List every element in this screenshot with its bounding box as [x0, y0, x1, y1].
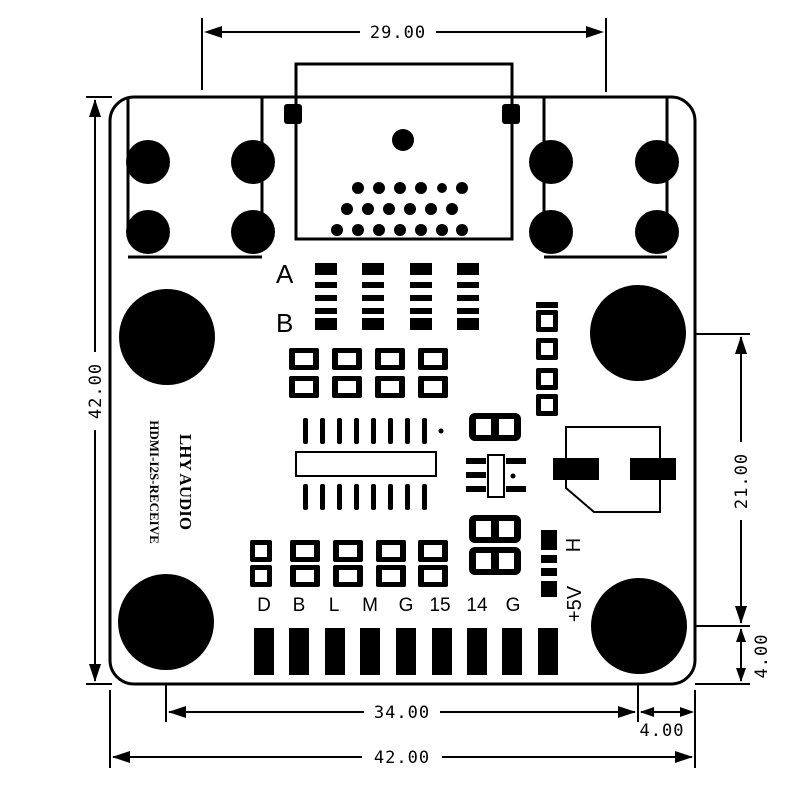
header-pin [396, 628, 416, 675]
jumper-column [410, 263, 432, 330]
header-pin [538, 628, 558, 675]
jumper-column [315, 263, 337, 330]
connector-pad [126, 210, 170, 254]
resistor-stack-right [536, 302, 558, 416]
row-label-b: B [276, 308, 293, 338]
connector-pad [529, 210, 573, 254]
left-connector [126, 97, 275, 259]
mounting-hole-top-right [590, 285, 686, 381]
header-pin [432, 628, 452, 675]
header-pin [467, 628, 487, 675]
hdmi-connector [284, 62, 520, 241]
model-label: HDMI-I2S-RECEIVE [147, 420, 162, 544]
header-pins [254, 628, 558, 675]
ic-chip [295, 418, 444, 510]
pin-label: M [362, 595, 378, 616]
pin-label: 14 [466, 595, 488, 616]
dimension-right-offset-label: 4.00 [752, 634, 772, 679]
label-5v: +5V [564, 585, 586, 622]
dimension-bottom-spacing-label: 34.00 [374, 703, 430, 723]
connector-pad [231, 210, 275, 254]
brand-label: LHY AUDIO [176, 434, 195, 530]
right-connector [529, 97, 679, 259]
connector-pad [529, 140, 573, 184]
header-pin [289, 628, 309, 675]
mounting-hole-bottom-right [591, 578, 687, 674]
pin-label: L [329, 595, 340, 616]
connector-pad [126, 140, 170, 184]
header-pin [502, 628, 522, 675]
dimension-bottom-width-label: 42.00 [374, 748, 430, 768]
dimension-bottom-offset-label: 4.00 [640, 721, 685, 741]
pin-label: D [257, 595, 271, 616]
jumper-column [457, 263, 479, 330]
power-jumper [541, 530, 557, 597]
mounting-hole-bottom-left [118, 574, 214, 670]
jumper-column [362, 263, 384, 330]
connector-pad [231, 140, 275, 184]
pin-label: 15 [429, 595, 450, 616]
pin-label: G [399, 595, 414, 616]
mounting-hole-top-left [119, 289, 215, 385]
header-pin [360, 628, 380, 675]
regulator-area [466, 413, 526, 575]
pin-label: G [506, 595, 521, 616]
pin-label: B [293, 595, 306, 616]
dimension-right-spacing-label: 21.00 [732, 453, 752, 509]
header-pin [254, 628, 274, 675]
header-pin [325, 628, 345, 675]
connector-pad [635, 210, 679, 254]
connector-pad [635, 140, 679, 184]
dimension-top-width-label: 29.00 [370, 23, 426, 43]
dimension-left-height-label: 42.00 [86, 363, 106, 419]
pin-labels: D B L M G 15 14 G [257, 595, 520, 616]
label-h: H [563, 538, 585, 552]
jumper-array [315, 263, 479, 330]
battery-holder [553, 426, 676, 513]
row-label-a: A [276, 259, 294, 289]
